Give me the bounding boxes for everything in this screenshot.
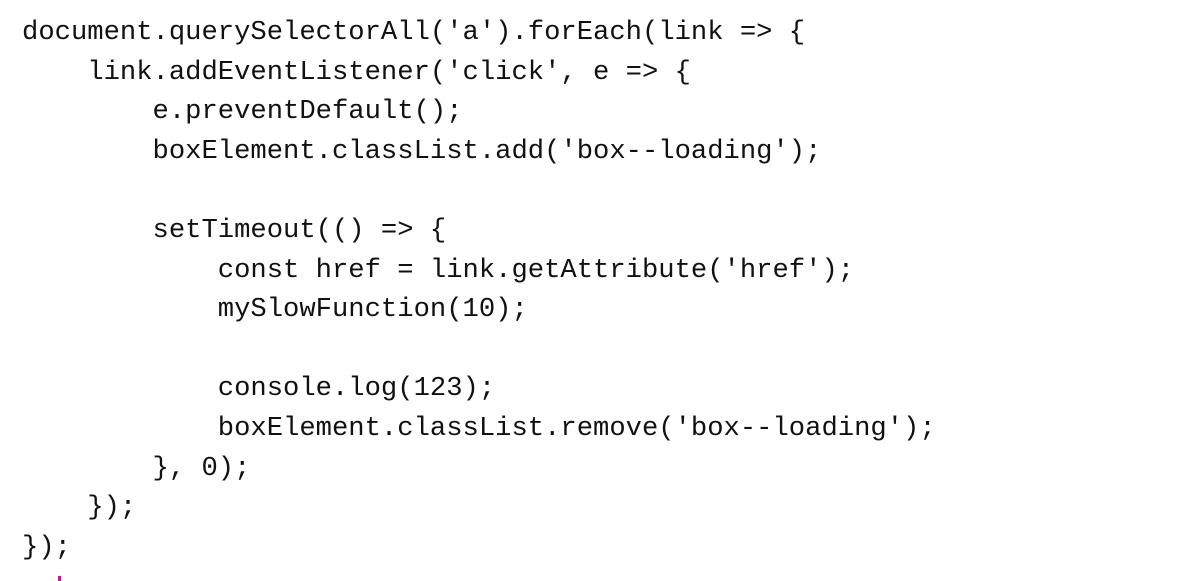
code-line [22,171,936,211]
code-line [22,330,936,370]
code-line: }); [22,531,71,563]
text-cursor-mark [58,576,61,581]
code-line: setTimeout(() => { [22,214,447,246]
code-line: boxElement.classList.add('box--loading')… [22,135,822,167]
code-line: }); [22,492,137,524]
code-line: mySlowFunction(10); [22,294,528,326]
code-line: e.preventDefault(); [22,96,463,128]
code-line: boxElement.classList.remove('box--loadin… [22,412,936,444]
code-line: const href = link.getAttribute('href'); [22,254,855,286]
code-line: document.querySelectorAll('a').forEach(l… [22,17,806,48]
code-line: console.log(123); [22,373,496,405]
code-block: document.querySelectorAll('a').forEach(l… [22,13,936,567]
code-line: }, 0); [22,452,251,484]
code-line: link.addEventListener('click', e => { [22,56,691,88]
